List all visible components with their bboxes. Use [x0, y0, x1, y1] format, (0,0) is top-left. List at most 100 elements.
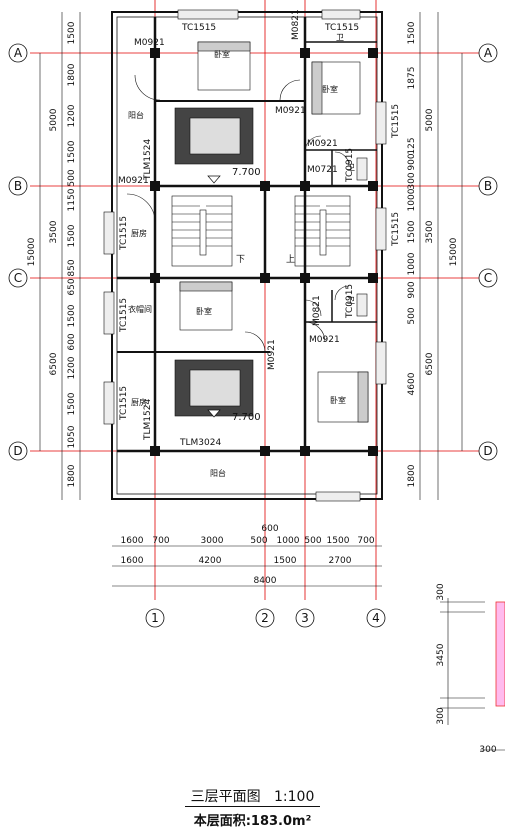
- dimension-lines: [39, 12, 505, 751]
- dim-text: 4200: [199, 556, 222, 566]
- room-label: 厨房: [131, 397, 147, 407]
- dim-text: 3500: [49, 220, 59, 243]
- dim-text: 300: [436, 583, 446, 600]
- floor-area-caption: 本层面积:183.0m²: [0, 810, 505, 829]
- floor-area-label: 本层面积:: [193, 814, 251, 829]
- section-stair-fragment: [495, 601, 505, 707]
- dim-text: 2700: [329, 556, 352, 566]
- room-label: 卧室: [196, 306, 212, 316]
- door-label: M0721: [307, 165, 338, 175]
- sliding-door-labels: TLM1524 TLM1524 TLM3024: [143, 139, 221, 448]
- dim-text: 5000: [425, 108, 435, 131]
- axis-label-a-left: A: [14, 46, 23, 60]
- dim-text: 1500: [67, 392, 77, 415]
- dim-text: 1500: [67, 304, 77, 327]
- window-label: TC0915: [345, 284, 355, 319]
- door-label: M0921: [309, 335, 340, 345]
- sliding-door-label: TLM3024: [179, 438, 221, 448]
- door-label: M0921: [275, 106, 306, 116]
- right-outer-dimensions: 1500 1875 125 900 300 1000 1500 1000 900…: [407, 21, 417, 487]
- level-label: 7.700: [232, 167, 261, 178]
- level-triangle-icon: [207, 409, 221, 418]
- dim-text: 1050: [67, 425, 77, 448]
- dim-text: 4600: [407, 372, 417, 395]
- dim-text: 8400: [254, 576, 277, 586]
- dim-text: 3500: [425, 220, 435, 243]
- axis-label-a-right: A: [484, 46, 493, 60]
- stair-direction-label: 下: [236, 255, 245, 265]
- room-label: 阳台: [128, 110, 144, 120]
- window-label: TC1515: [119, 216, 129, 251]
- dim-text: 300: [407, 172, 417, 189]
- room-label: 卫: [347, 163, 355, 172]
- dim-text: 650: [67, 278, 77, 295]
- door-labels: M0921 M0821 M0921 M0921 M0921 M0721 M092…: [118, 9, 340, 370]
- dim-text: 1500: [407, 220, 417, 243]
- window-label: TC1515: [119, 386, 129, 421]
- room-label: 卧室: [330, 395, 346, 405]
- door-label: M0921: [307, 139, 338, 149]
- door-swings: [126, 74, 350, 353]
- bottom-dimensions: 1600 700 3000 500 1000 500 1500 700 600 …: [121, 524, 375, 586]
- dim-text: 700: [152, 536, 169, 546]
- dim-text: 3450: [436, 643, 446, 666]
- dim-text: 1500: [67, 224, 77, 247]
- window-label: TC1515: [119, 298, 129, 333]
- axis-label-1: 1: [151, 611, 159, 625]
- door-label: M0921: [267, 339, 277, 370]
- window-label: TC1515: [181, 23, 216, 33]
- dim-text: 1800: [407, 464, 417, 487]
- axis-label-c-right: C: [484, 271, 492, 285]
- dim-text: 15000: [449, 237, 459, 266]
- axis-label-d-left: D: [13, 444, 22, 458]
- dim-text: 3000: [201, 536, 224, 546]
- dim-text: 600: [67, 333, 77, 350]
- dim-text: 1150: [67, 188, 77, 211]
- floor-area-value: 183.0: [250, 814, 293, 829]
- dim-text: 700: [357, 536, 374, 546]
- floor-area-unit: m²: [292, 814, 312, 829]
- dim-text: 6500: [425, 352, 435, 375]
- level-triangle-icon: [207, 175, 221, 184]
- dim-text: 1200: [67, 356, 77, 379]
- window-labels: TC1515 TC1515 TC1515 TC1515 TC1515 TC151…: [119, 23, 401, 421]
- axis-label-3: 3: [301, 611, 309, 625]
- dim-text: 1500: [274, 556, 297, 566]
- dim-text: 1000: [407, 252, 417, 275]
- door-label: M0921: [118, 176, 149, 186]
- dim-text: 1600: [121, 556, 144, 566]
- window-symbols: [103, 9, 387, 502]
- stair-labels: 下 上: [236, 254, 295, 265]
- level-label: 7.700: [232, 412, 261, 423]
- stairs: [171, 195, 351, 267]
- axis-lines: [30, 0, 490, 600]
- dim-text: 500: [67, 169, 77, 186]
- room-labels: 卧室 卧室 卧室 卧室 阳台 阳台 厨房 厨房 衣帽间 卫 卫 卫: [128, 33, 355, 478]
- dim-text: 300: [436, 707, 446, 724]
- room-label: 阳台: [210, 468, 226, 478]
- dim-text: 5000: [49, 108, 59, 131]
- right-mid-dimensions: 5000 3500 6500 15000: [425, 108, 459, 375]
- room-label: 卧室: [322, 84, 338, 94]
- dim-text: 1200: [67, 104, 77, 127]
- window-label: TC0915: [345, 148, 355, 183]
- dim-text: 900: [407, 281, 417, 298]
- dim-text: 1000: [277, 536, 300, 546]
- columns: [150, 48, 378, 456]
- door-label: M0821: [291, 9, 301, 40]
- room-label: 衣帽间: [128, 304, 152, 314]
- stair-direction-label: 上: [286, 254, 295, 265]
- axis-label-c-left: C: [14, 271, 22, 285]
- dim-text: 850: [67, 259, 77, 276]
- drawing-title-underline: 三层平面图 1:100: [184, 789, 321, 807]
- room-label: 卧室: [214, 49, 230, 59]
- dim-text: 1500: [327, 536, 350, 546]
- axis-labels: A B C D A B C D 1 2 3 4: [13, 46, 493, 625]
- dim-text: 1500: [67, 21, 77, 44]
- dim-text: 1000: [407, 188, 417, 211]
- left-outer-dimensions: 1500 1800 1200 1500 500 1150 1500 850 65…: [67, 21, 77, 487]
- dim-text: 1500: [67, 140, 77, 163]
- dim-text: 1800: [67, 63, 77, 86]
- dim-text: 300: [479, 745, 496, 755]
